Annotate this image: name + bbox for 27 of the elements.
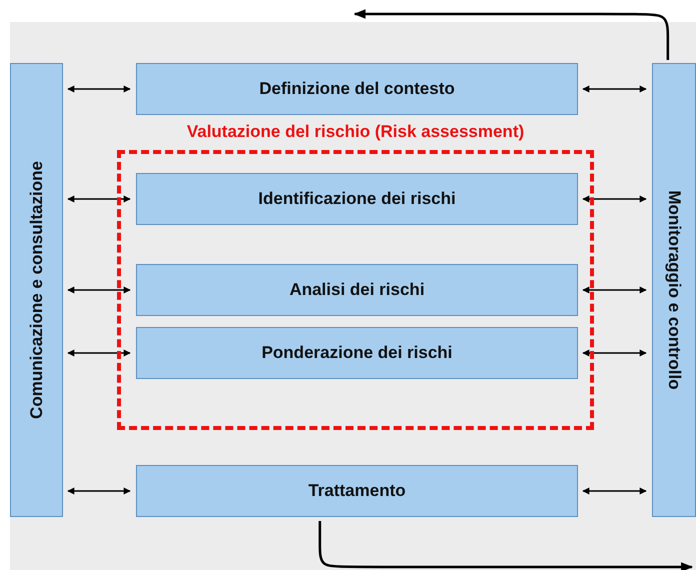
box-label: Comunicazione e consultazione xyxy=(26,161,46,419)
double-arrow xyxy=(67,286,131,294)
side-bar xyxy=(652,63,696,517)
double-arrow xyxy=(582,86,647,92)
double-arrow xyxy=(582,488,647,494)
box-label: Monitoraggio e controllo xyxy=(664,190,684,390)
curved-arrow xyxy=(318,521,694,570)
process-box xyxy=(136,173,578,225)
process-box xyxy=(136,264,578,316)
double-arrow xyxy=(582,350,647,356)
box-label: Trattamento xyxy=(308,481,406,501)
box-label: Analisi dei rischi xyxy=(289,280,425,300)
double-arrow xyxy=(582,286,647,294)
process-box xyxy=(136,465,578,517)
double-arrow xyxy=(67,196,131,202)
double-arrow xyxy=(67,488,131,494)
side-bar xyxy=(10,63,63,517)
process-box xyxy=(136,63,578,115)
group-heading: Valutazione del rischio (Risk assessment) xyxy=(186,122,526,142)
process-box xyxy=(136,327,578,379)
box-label: Definizione del contesto xyxy=(259,79,455,99)
curved-arrow xyxy=(354,9,670,60)
box-label: Identificazione dei rischi xyxy=(258,189,456,209)
box-label: Ponderazione dei rischi xyxy=(262,343,452,363)
double-arrow xyxy=(582,196,647,202)
double-arrow xyxy=(67,350,131,356)
double-arrow xyxy=(67,86,131,92)
